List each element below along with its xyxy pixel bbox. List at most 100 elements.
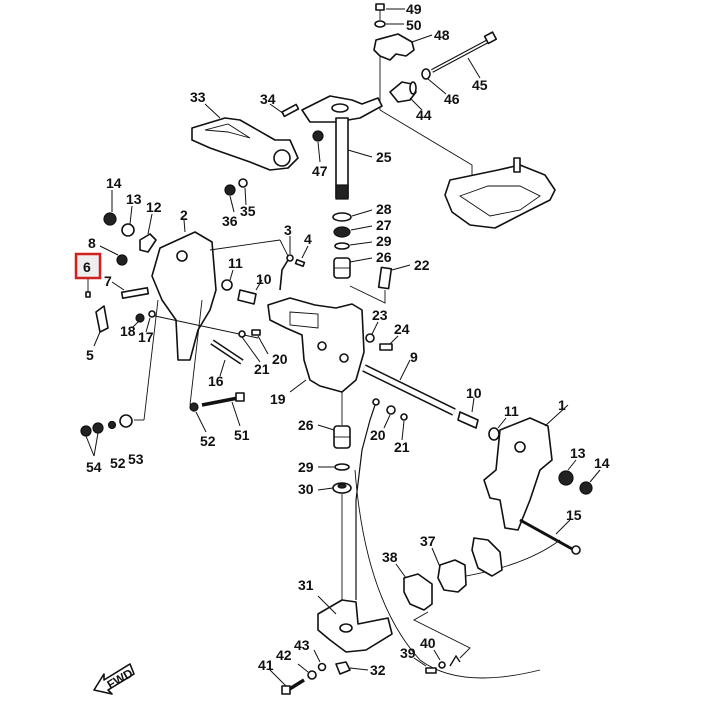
callout-20-left[interactable]: 20	[272, 351, 288, 367]
callout-51[interactable]: 51	[234, 427, 250, 443]
callout-35[interactable]: 35	[240, 203, 256, 219]
callout-11-right[interactable]: 11	[504, 403, 519, 419]
callout-23[interactable]: 23	[372, 307, 388, 323]
callout-13-right[interactable]: 13	[570, 445, 586, 461]
callout-39[interactable]: 39	[400, 645, 416, 661]
callout-25[interactable]: 25	[376, 149, 392, 165]
callout-18[interactable]: 18	[120, 323, 136, 339]
part-bolt-24	[379, 335, 399, 351]
part-seal-30	[317, 482, 352, 494]
part-cable-right	[355, 398, 380, 600]
part-bushing-27	[333, 225, 373, 238]
part-spring-7	[111, 281, 150, 300]
callout-1[interactable]: 1	[558, 397, 566, 413]
guide-line	[189, 299, 203, 406]
part-cap-14-right	[579, 469, 601, 495]
callout-41[interactable]: 41	[258, 657, 274, 673]
part-lever-5	[93, 305, 109, 347]
callout-7[interactable]: 7	[104, 273, 112, 289]
callout-14-left[interactable]: 14	[106, 175, 122, 191]
part-oring-29-lower	[318, 463, 350, 471]
callout-52-right[interactable]: 52	[200, 433, 216, 449]
callout-15[interactable]: 15	[566, 507, 582, 523]
callout-8[interactable]: 8	[88, 235, 96, 251]
callout-53[interactable]: 53	[128, 451, 144, 467]
part-plate-22	[349, 264, 411, 304]
callout-5[interactable]: 5	[86, 347, 94, 363]
callout-42[interactable]: 42	[276, 647, 292, 663]
callout-17[interactable]: 17	[138, 329, 154, 345]
part-bolt-34	[269, 103, 300, 118]
part-grease-nipple-20-left	[251, 329, 269, 355]
callout-48[interactable]: 48	[434, 27, 450, 43]
callout-24[interactable]: 24	[394, 321, 410, 337]
callout-31[interactable]: 31	[298, 577, 314, 593]
callout-44[interactable]: 44	[416, 107, 432, 123]
callout-16[interactable]: 16	[208, 373, 224, 389]
callout-21-right[interactable]: 21	[394, 439, 410, 455]
callout-2[interactable]: 2	[180, 207, 188, 223]
callout-10-left[interactable]: 10	[256, 271, 272, 287]
callout-32[interactable]: 32	[370, 662, 386, 678]
callout-10-right[interactable]: 10	[466, 385, 482, 401]
callout-26-upper[interactable]: 26	[376, 249, 392, 265]
callout-3[interactable]: 3	[284, 222, 292, 238]
part-bolt-39	[413, 657, 437, 674]
callout-47[interactable]: 47	[312, 163, 328, 179]
callout-20-right[interactable]: 20	[370, 427, 386, 443]
callout-46[interactable]: 46	[444, 91, 460, 107]
part-bushing-10-left	[237, 279, 263, 305]
fwd-direction-arrow: FWD	[93, 663, 136, 695]
part-washer-35	[238, 178, 248, 206]
callout-14-right[interactable]: 14	[594, 455, 610, 471]
part-bottom-cowling	[444, 157, 556, 229]
callout-38[interactable]: 38	[382, 549, 398, 565]
callout-34[interactable]: 34	[260, 91, 276, 107]
callout-33[interactable]: 33	[190, 89, 206, 105]
part-washer-46	[421, 68, 447, 95]
part-washer-50	[374, 20, 404, 28]
part-bolt-51	[201, 392, 245, 427]
callout-28[interactable]: 28	[376, 201, 392, 217]
part-tilt-tube-9	[362, 359, 456, 416]
part-swivel-bracket-19	[267, 297, 365, 393]
part-washer-52b	[189, 402, 207, 433]
part-stern-bracket-2	[151, 219, 291, 361]
part-washer-40	[433, 649, 461, 669]
part-rod-16	[210, 339, 244, 377]
guide-line	[413, 611, 471, 659]
part-bolt-15	[519, 518, 581, 555]
callout-21-left[interactable]: 21	[254, 361, 270, 377]
callout-19[interactable]: 19	[270, 391, 286, 407]
callout-9[interactable]: 9	[410, 349, 418, 365]
part-nut-47	[312, 130, 324, 163]
part-oring-29	[334, 241, 373, 250]
callout-4[interactable]: 4	[304, 231, 312, 247]
callout-30[interactable]: 30	[298, 481, 314, 497]
part-nut-18	[131, 313, 145, 329]
callout-54[interactable]: 54	[86, 459, 102, 475]
callout-50[interactable]: 50	[406, 17, 422, 33]
callout-26-lower[interactable]: 26	[298, 417, 314, 433]
part-bushing-10-right	[457, 397, 479, 429]
callout-22[interactable]: 22	[414, 257, 430, 273]
callout-27[interactable]: 27	[376, 217, 392, 233]
callout-12[interactable]: 12	[146, 199, 162, 215]
part-bushing-26-lower	[317, 424, 351, 449]
callout-36[interactable]: 36	[222, 213, 238, 229]
callout-29-lower[interactable]: 29	[298, 459, 314, 475]
part-washer-28	[332, 209, 373, 222]
callout-45[interactable]: 45	[472, 77, 488, 93]
callout-6[interactable]: 6	[83, 259, 91, 275]
part-steering-handle-33	[191, 103, 299, 171]
callout-11-left[interactable]: 11	[228, 255, 243, 271]
callout-43[interactable]: 43	[294, 637, 310, 653]
callout-13-left[interactable]: 13	[126, 191, 142, 207]
part-nut-13-left	[121, 205, 135, 237]
callout-49[interactable]: 49	[406, 1, 422, 17]
callout-37[interactable]: 37	[420, 533, 436, 549]
callout-40[interactable]: 40	[420, 635, 436, 651]
callout-52-left[interactable]: 52	[110, 455, 126, 471]
callout-29-upper[interactable]: 29	[376, 233, 392, 249]
